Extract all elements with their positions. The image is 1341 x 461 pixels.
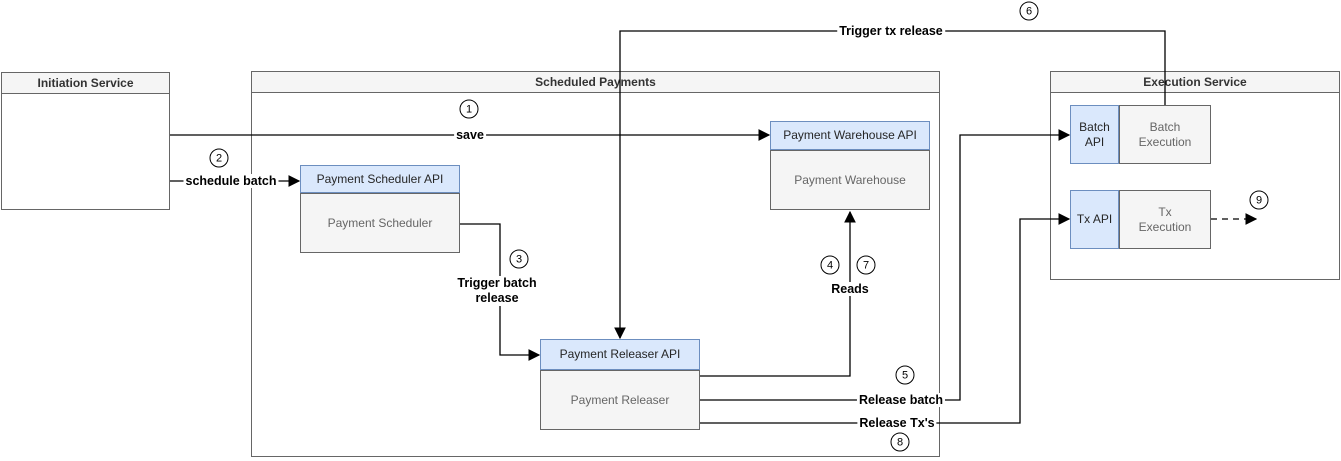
edge-release-batch — [700, 129, 1071, 401]
edge-label-trigger-batch-release: Trigger batch release — [448, 276, 546, 306]
edge-reads — [700, 210, 856, 377]
step-circle-5: 5 — [895, 365, 915, 385]
container-initiation-service-title: Initiation Service — [2, 73, 169, 94]
edge-label-trigger-tx-release: Trigger tx release — [837, 24, 945, 38]
step-circle-7: 7 — [856, 255, 876, 275]
node-tx-api: Tx API — [1070, 190, 1119, 249]
node-tx-execution: Tx Execution — [1119, 190, 1211, 249]
step-circle-4: 4 — [820, 255, 840, 275]
node-payment-scheduler: Payment Scheduler — [300, 193, 460, 253]
edge-label-schedule-batch: schedule batch — [183, 174, 279, 188]
step-circle-1: 1 — [459, 99, 479, 119]
step-circle-8: 8 — [890, 432, 910, 452]
edge-label-release-batch: Release batch — [856, 393, 946, 407]
edge-label-save: save — [454, 128, 486, 142]
container-scheduled-payments: Scheduled Payments — [251, 71, 940, 457]
step-circle-2: 2 — [209, 148, 229, 168]
step-circle-9: 9 — [1249, 190, 1269, 210]
node-batch-api: Batch API — [1070, 105, 1119, 164]
node-payment-warehouse-api: Payment Warehouse API — [770, 121, 930, 150]
container-execution-service: Execution Service — [1050, 71, 1340, 280]
node-payment-scheduler-api: Payment Scheduler API — [300, 165, 460, 193]
node-batch-execution: Batch Execution — [1119, 105, 1211, 164]
step-circle-6: 6 — [1019, 1, 1039, 21]
container-execution-service-title: Execution Service — [1051, 72, 1339, 93]
container-scheduled-payments-title: Scheduled Payments — [252, 72, 939, 93]
node-payment-releaser: Payment Releaser — [540, 370, 700, 430]
edge-label-release-txs: Release Tx's — [857, 416, 937, 430]
step-circle-3: 3 — [509, 249, 529, 269]
node-payment-releaser-api: Payment Releaser API — [540, 339, 700, 370]
node-payment-warehouse: Payment Warehouse — [770, 150, 930, 210]
container-initiation-service: Initiation Service — [1, 72, 170, 210]
edge-label-reads: Reads — [829, 282, 871, 296]
